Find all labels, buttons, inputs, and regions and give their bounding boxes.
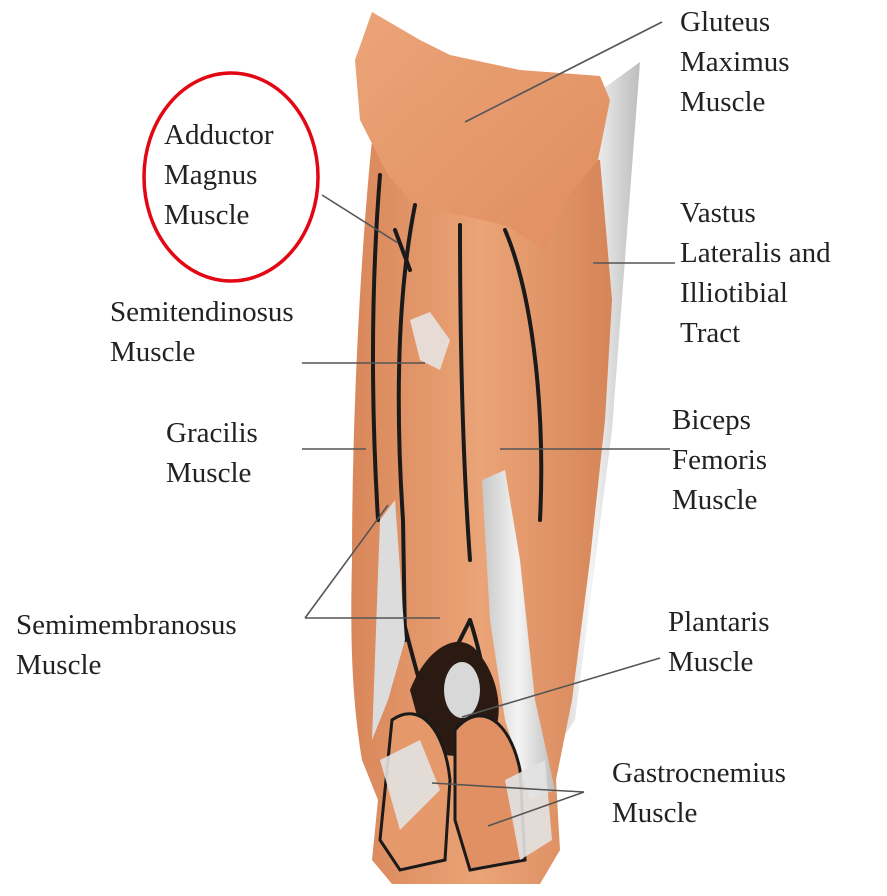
label-gastrocnemius: Gastrocnemius Muscle [612,753,786,833]
label-gracilis: Gracilis Muscle [166,413,258,493]
label-biceps-femoris: Biceps Femoris Muscle [672,400,767,520]
plantaris-tendon-shape [444,662,480,718]
label-vastus-lateralis: Vastus Lateralis and Illiotibial Tract [680,193,831,353]
label-gluteus-maximus: Gluteus Maximus Muscle [680,2,790,122]
label-plantaris: Plantaris Muscle [668,602,770,682]
label-semitendinosus: Semitendinosus Muscle [110,292,294,372]
label-adductor-magnus: Adductor Magnus Muscle [164,115,274,235]
label-semimembranosus: Semimembranosus Muscle [16,605,237,685]
